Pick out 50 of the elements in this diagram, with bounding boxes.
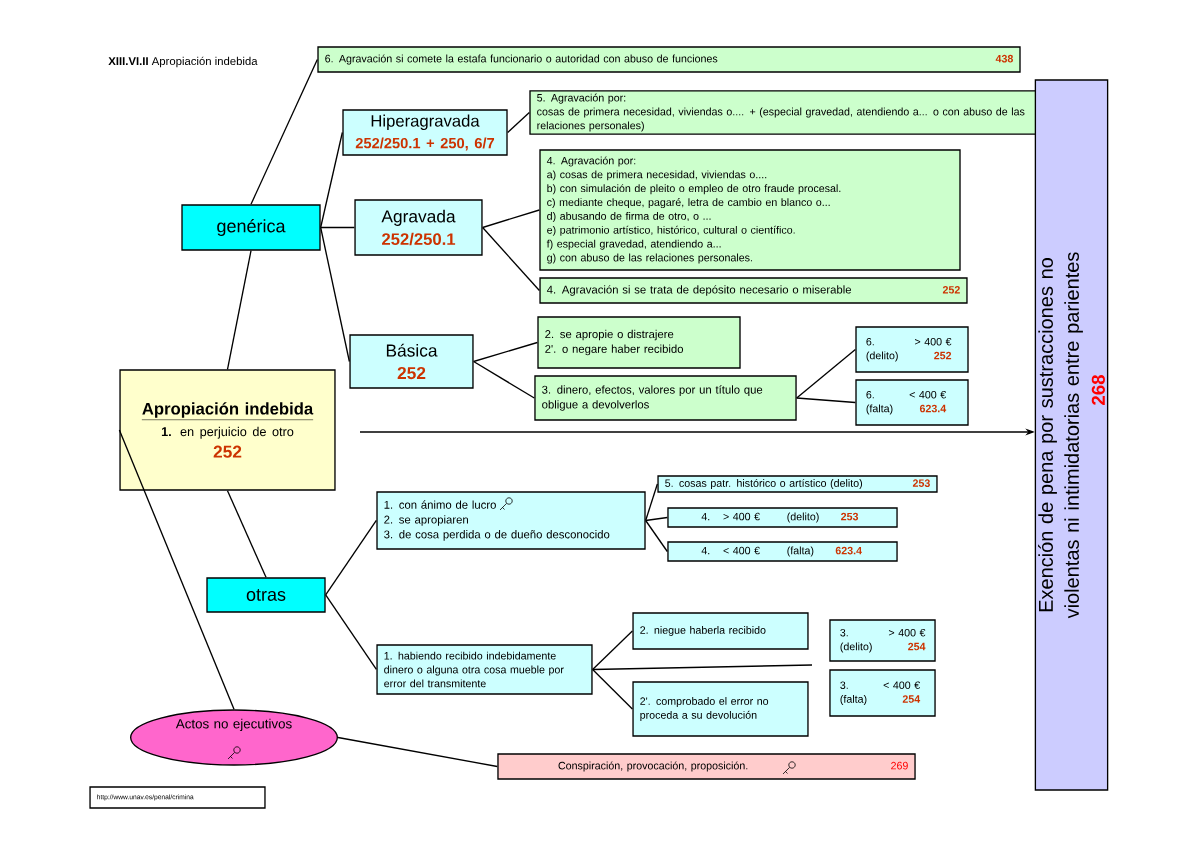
text-box: 4. Agravación si se trata de depósito necesario o miserable 252: [539, 277, 968, 304]
text-box: Básica 252: [349, 334, 474, 389]
connector-line: [507, 111, 530, 134]
connector-line: [337, 736, 498, 768]
text-box: 3. > 400 € (delito) 254: [829, 619, 936, 662]
text-box: 4. Agravación por: a) cosas de primera necesidad, viviendas o.... b) con simulación de pleito o empleo de otro fraude procesal. c) mediante cheque, pagaré, letra de cambio en blanco o... d) abusando de firma de otro, o ... e) patrimonio artístico, histórico, cultural o científico. f) especial gravedad, atendiendo a... g) con abuso de las relaciones personales.: [539, 149, 961, 271]
connector-line: [250, 58, 318, 205]
text-box: 2. niegue haberla recibido: [632, 612, 809, 650]
text-box: otras: [206, 577, 326, 613]
text-box: Apropiación indebida 1. en perjuicio de otro 252: [119, 369, 336, 491]
connector-line: [591, 668, 634, 710]
text-box: genérica: [181, 204, 321, 251]
text-box: 6. Agravación si comete la estafa funcionario o autoridad con abuso de funciones 438: [317, 46, 1021, 73]
connector-line: [320, 226, 356, 229]
text-box: 1. con ánimo de lucro 2. se apropiaren 3. de cosa perdida o de dueño desconocido: [376, 491, 646, 550]
connector-line: [472, 341, 538, 363]
text-box: 3. dinero, efectos, valores por un título que obligue a devolverlos: [534, 375, 797, 421]
connector-line: [226, 250, 252, 370]
text-box: 1. habiendo recibido indebidamente dinero o alguna otra cosa mueble por error del transmitente: [376, 644, 593, 695]
connector-line: [325, 519, 377, 596]
ellipse-node: Actos no ejecutivos: [130, 709, 338, 766]
text-box: Agravada 252/250.1: [354, 199, 483, 256]
text-box: Exención de pena por sustracciones no violentas ni intimidatorias entre parientes 268: [1034, 79, 1109, 791]
connector-line: [481, 209, 540, 229]
connector-line: [118, 429, 235, 711]
connector-line: [645, 483, 659, 522]
connector-line: [320, 131, 343, 229]
text-box: Conspiración, provocación, proposición. 269: [497, 753, 916, 780]
connector-line: [796, 397, 856, 404]
connector-line: [645, 519, 668, 553]
text-box: 4. > 400 € (delito) 253: [667, 507, 898, 528]
text-box: 5. cosas patr. histórico o artístico (delito) 253: [657, 475, 938, 493]
connector-line: [796, 348, 856, 399]
text-box: 2'. comprobado el error no proceda a su devolución: [632, 681, 809, 737]
connector-line: [472, 360, 535, 399]
text-box: 2. se apropie o distrajere 2'. o negare haber recibido: [537, 316, 741, 369]
heading: XIII.VI.II Apropiación indebida: [108, 56, 258, 68]
connector-line: [645, 516, 668, 522]
connector-line: [320, 226, 351, 363]
connector-line: [481, 226, 541, 292]
text-box: 3. < 400 € (falta) 254: [829, 669, 936, 717]
text-box: 6. < 400 € (falta) 623.4: [855, 379, 969, 426]
connector-line: [226, 490, 267, 578]
connector-line: [325, 594, 378, 671]
connector-line: [591, 630, 634, 671]
text-box: 6. > 400 € (delito) 252: [855, 326, 969, 373]
text-box: Hiperagravada 252/250.1 + 250, 6/7: [342, 109, 508, 156]
text-box: 4. < 400 € (falta) 623.4: [667, 541, 898, 562]
text-box: 5. Agravación por: cosas de primera necesidad, viviendas o.... + (especial gravedad, atendiendo a... o con abuso de las relaciones personales): [529, 90, 1037, 135]
connector-line: [591, 664, 813, 671]
